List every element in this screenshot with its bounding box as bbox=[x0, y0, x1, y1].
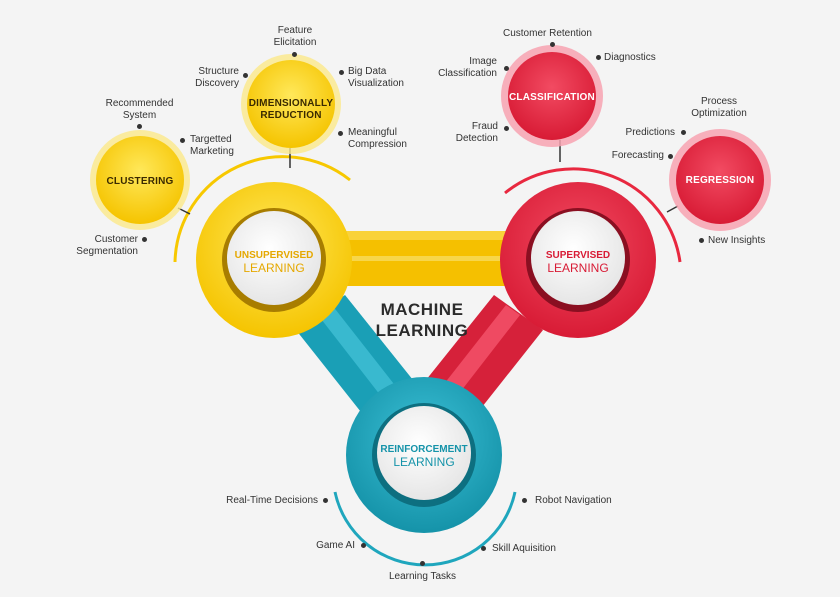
feature-elicitation-line2: Elicitation bbox=[273, 37, 317, 48]
annotation-recommended-system: Recommended System bbox=[102, 98, 177, 122]
dot-diagnostics bbox=[596, 55, 601, 60]
reinforcement-hub bbox=[346, 377, 502, 533]
unsupervised-label: UNSUPERVISED LEARNING bbox=[229, 250, 319, 275]
fraud-detection-line2: Detection bbox=[455, 133, 498, 144]
dot-big-data-visualization bbox=[339, 70, 344, 75]
annotation-learning-tasks: Learning Tasks bbox=[388, 571, 457, 582]
recommended-system-line1: Recommended bbox=[105, 98, 174, 109]
regression-label: REGRESSION bbox=[685, 175, 755, 186]
dot-feature-elicitation bbox=[292, 52, 297, 57]
dot-game-ai bbox=[361, 543, 366, 548]
annotation-customer-segmentation: Customer Segmentation bbox=[68, 234, 138, 258]
annotation-structure-discovery: Structure Discovery bbox=[180, 66, 239, 90]
annotation-forecasting: Forecasting bbox=[611, 150, 664, 161]
annotation-real-time-decisions: Real-Time Decisions bbox=[226, 495, 318, 506]
supervised-label-line2: LEARNING bbox=[547, 261, 609, 275]
meaningful-compression-line2: Compression bbox=[348, 139, 407, 150]
annotation-game-ai: Game AI bbox=[316, 540, 355, 551]
reinforcement-label-line2: LEARNING bbox=[393, 455, 455, 469]
process-optimization-line1: Process bbox=[700, 96, 738, 107]
feature-elicitation-line1: Feature bbox=[277, 25, 313, 36]
big-data-line1: Big Data bbox=[348, 66, 387, 77]
customer-segmentation-line2: Segmentation bbox=[76, 246, 138, 257]
supervised-label-line1: SUPERVISED bbox=[545, 250, 611, 261]
dimensionally-reduction-line1: DIMENSIONALLY bbox=[248, 98, 334, 109]
targetted-marketing-line1: Targetted bbox=[190, 134, 232, 145]
clustering-circle bbox=[90, 130, 190, 230]
unsupervised-label-line1: UNSUPERVISED bbox=[234, 250, 314, 261]
annotation-fraud-detection: Fraud Detection bbox=[440, 121, 498, 145]
annotation-new-insights: New Insights bbox=[708, 235, 766, 246]
unsupervised-hub bbox=[196, 182, 352, 338]
image-classification-line1: Image bbox=[469, 56, 497, 67]
dot-customer-retention bbox=[550, 42, 555, 47]
annotation-image-classification: Image Classification bbox=[426, 56, 497, 80]
classification-circle bbox=[501, 45, 603, 147]
regression-circle bbox=[669, 129, 771, 231]
dot-meaningful-compression bbox=[338, 131, 343, 136]
center-title: MACHINE LEARNING bbox=[352, 299, 492, 341]
center-title-line1: MACHINE bbox=[380, 300, 464, 319]
classification-label: CLASSIFICATION bbox=[509, 92, 595, 103]
dot-image-classification bbox=[504, 66, 509, 71]
big-data-line2: Visualization bbox=[348, 78, 404, 89]
annotation-robot-navigation: Robot Navigation bbox=[535, 495, 612, 506]
process-optimization-line2: Optimization bbox=[691, 108, 747, 119]
dot-customer-segmentation bbox=[142, 237, 147, 242]
supervised-label: SUPERVISED LEARNING bbox=[533, 250, 623, 275]
dot-forecasting bbox=[668, 154, 673, 159]
annotation-customer-retention: Customer Retention bbox=[503, 28, 592, 39]
supervised-hub bbox=[500, 182, 656, 338]
dimensionally-reduction-label: DIMENSIONALLY REDUCTION bbox=[246, 98, 336, 122]
annotation-meaningful-compression: Meaningful Compression bbox=[348, 127, 418, 151]
customer-segmentation-line1: Customer bbox=[94, 234, 138, 245]
dot-predictions bbox=[681, 130, 686, 135]
dot-fraud-detection bbox=[504, 126, 509, 131]
annotation-skill-aquisition: Skill Aquisition bbox=[492, 543, 556, 554]
dot-skill-aquisition bbox=[481, 546, 486, 551]
reinforcement-label-line1: REINFORCEMENT bbox=[380, 444, 468, 455]
dot-recommended-system bbox=[137, 124, 142, 129]
targetted-marketing-line2: Marketing bbox=[190, 146, 234, 157]
reinforcement-label: REINFORCEMENT LEARNING bbox=[374, 444, 474, 469]
dimensionally-reduction-circle bbox=[241, 54, 341, 154]
dot-learning-tasks bbox=[420, 561, 425, 566]
annotation-diagnostics: Diagnostics bbox=[604, 52, 656, 63]
dot-new-insights bbox=[699, 238, 704, 243]
meaningful-compression-line1: Meaningful bbox=[348, 127, 397, 138]
annotation-big-data-visualization: Big Data Visualization bbox=[348, 66, 418, 90]
dot-targetted-marketing bbox=[180, 138, 185, 143]
unsupervised-label-line2: LEARNING bbox=[243, 261, 305, 275]
structure-discovery-line1: Structure bbox=[198, 66, 239, 77]
fraud-detection-line1: Fraud bbox=[471, 121, 498, 132]
image-classification-line2: Classification bbox=[438, 68, 497, 79]
dot-robot-navigation bbox=[522, 498, 527, 503]
center-title-line2: LEARNING bbox=[375, 321, 469, 340]
dot-structure-discovery bbox=[243, 73, 248, 78]
dimensionally-reduction-line2: REDUCTION bbox=[260, 110, 322, 121]
annotation-predictions: Predictions bbox=[625, 127, 675, 138]
structure-discovery-line2: Discovery bbox=[195, 78, 239, 89]
dot-real-time-decisions bbox=[323, 498, 328, 503]
annotation-targetted-marketing: Targetted Marketing bbox=[190, 134, 250, 158]
recommended-system-line2: System bbox=[122, 110, 157, 121]
annotation-feature-elicitation: Feature Elicitation bbox=[265, 25, 325, 49]
annotation-process-optimization: Process Optimization bbox=[684, 96, 754, 120]
clustering-label: CLUSTERING bbox=[106, 176, 174, 187]
